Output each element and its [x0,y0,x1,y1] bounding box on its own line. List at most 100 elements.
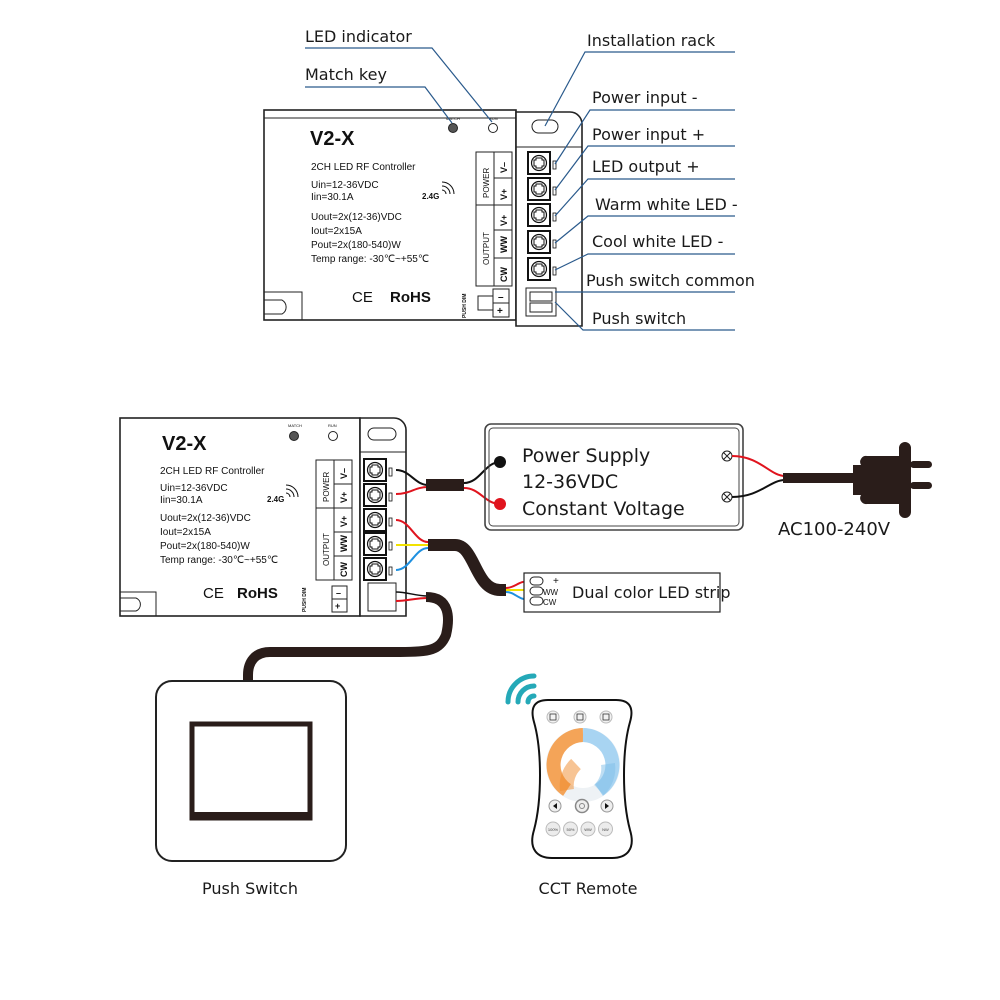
terminal-v-plus-in: V+ [499,189,509,200]
callout-power-input-plus: Power input + [592,125,705,144]
terminal-v-minus: V– [499,162,509,173]
controller-body-2 [119,417,361,617]
remote-power-button[interactable] [574,798,590,814]
wireless-signal-icon [505,673,537,705]
power-cable-sleeve [426,479,464,491]
terminal-v-plus-out: V+ [499,215,509,226]
terminal-cw-2: CW [339,562,349,577]
led-strip-cable [428,539,506,596]
ce-mark: CE [352,289,373,306]
output-group-label-2: OUTPUT [322,533,331,566]
terminal-v-minus-2: V– [339,468,349,479]
power-supply-box [484,423,744,531]
model-name-2: V2-X [162,433,207,455]
push-connector [525,287,557,317]
screw-terminals-2 [363,458,393,581]
cct-remote-label: CCT Remote [539,879,638,898]
screw-terminal[interactable] [363,458,393,482]
terminal-legend: POWER OUTPUT V– V+ V+ WW CW [475,151,513,287]
wire-positive [395,486,429,495]
screw-terminal[interactable] [527,230,557,254]
spec-uout-2: Uout=2x(12-36)VDC [160,513,251,524]
run-label-2: RUN [328,423,337,428]
screw-terminal[interactable] [363,483,393,507]
callout-power-input-minus: Power input - [592,88,697,107]
model-name: V2-X [310,128,355,150]
push-dim-label: PUSH DIM [462,294,468,318]
callout-led-indicator: LED indicator [305,27,412,46]
match-label-2: MATCH [288,423,302,428]
remote-zone-button[interactable] [599,710,613,724]
spec-temp-2: Temp range: -30℃~+55℃ [160,555,278,566]
screw-terminal[interactable] [363,532,393,556]
match-key-button[interactable] [448,123,458,133]
terminal-legend-2: POWER OUTPUT V– V+ V+ WW CW [315,459,353,581]
power-group-label-2: POWER [322,472,331,502]
remote-zone-button[interactable] [573,710,587,724]
spec-uin: Uin=12-36VDC [311,180,379,191]
screw-terminal[interactable] [527,177,557,201]
screw-terminal[interactable] [363,508,393,532]
wire-negative [395,469,429,486]
power-supply-voltage: 12-36VDC [522,471,618,493]
push-switch-button[interactable] [189,721,313,821]
remote-zone-button[interactable] [546,710,560,724]
callout-push-switch: Push switch [592,309,686,328]
rf-band-2: 2.4G [267,495,284,504]
ac-terminal-n [721,491,733,503]
installation-slot [531,119,559,134]
terminal-v-plus-in-2: V+ [339,492,349,503]
screw-terminal[interactable] [527,203,557,227]
preset-button-label: 50% [566,827,574,832]
mounting-tab [264,291,303,320]
run-led-indicator [488,123,498,133]
rohs-mark-2: RoHS [237,585,278,602]
screw-terminal[interactable] [527,151,557,175]
spec-iout-2: Iout=2x15A [160,527,211,538]
push-plus-2: + [335,601,340,611]
callout-push-switch-common: Push switch common [586,271,755,290]
rohs-mark: RoHS [390,289,431,306]
ps-positive-terminal [494,498,506,510]
push-connector-2 [367,582,397,612]
spec-pout: Pout=2x(180-540)W [311,240,401,251]
remote-preset-button[interactable]: NW [598,821,613,837]
remote-preset-button[interactable]: 50% [563,821,578,837]
terminal-ww-2: WW [339,535,349,552]
strip-pin-ww: WW [543,588,559,597]
preset-button-label: 100% [548,827,559,832]
controller-type: 2CH LED RF Controller [311,162,416,173]
spec-iin: Iin=30.1A [311,192,354,203]
terminal-v-plus-out-2: V+ [339,516,349,527]
spec-iin-2: Iin=30.1A [160,495,203,506]
controller-type-2: 2CH LED RF Controller [160,466,265,477]
top-controller-diagram: V2-X 2CH LED RF Controller Uin=12-36VDC … [263,27,755,331]
match-label: MATCH [446,116,460,121]
remote-preset-button[interactable]: WW [580,821,596,837]
power-supply-type: Constant Voltage [522,498,685,520]
push-plus: + [497,306,503,317]
remote-preset-button[interactable]: 100% [545,821,561,837]
callout-cool-white-led: Cool white LED - [592,232,723,251]
bottom-wiring-diagram: V2-X 2CH LED RF Controller Uin=12-36VDC … [119,417,932,898]
run-label: RUN [489,116,498,121]
wireless-icon [441,181,455,195]
ac-plug-icon [853,442,932,518]
cct-remote[interactable]: 100% 50% WW NW [531,699,633,859]
spec-pout-2: Pout=2x(180-540)W [160,541,250,552]
screw-terminal[interactable] [363,557,393,581]
ps-negative-terminal [494,456,506,468]
strip-pin-plus: + [553,576,559,587]
spec-temp: Temp range: -30℃~+55℃ [311,254,429,265]
preset-button-label: WW [584,827,592,832]
screw-terminal[interactable] [527,257,557,281]
power-supply-title: Power Supply [522,445,650,467]
output-group-label: OUTPUT [482,232,491,265]
wireless-icon-2 [285,484,299,498]
match-key-button-2[interactable] [289,431,299,441]
spec-iout: Iout=2x15A [311,226,362,237]
push-dim-label-2: PUSH DIM [302,588,308,612]
spec-uout: Uout=2x(12-36)VDC [311,212,402,223]
ac-cable [783,473,853,483]
terminal-ww: WW [499,236,509,253]
